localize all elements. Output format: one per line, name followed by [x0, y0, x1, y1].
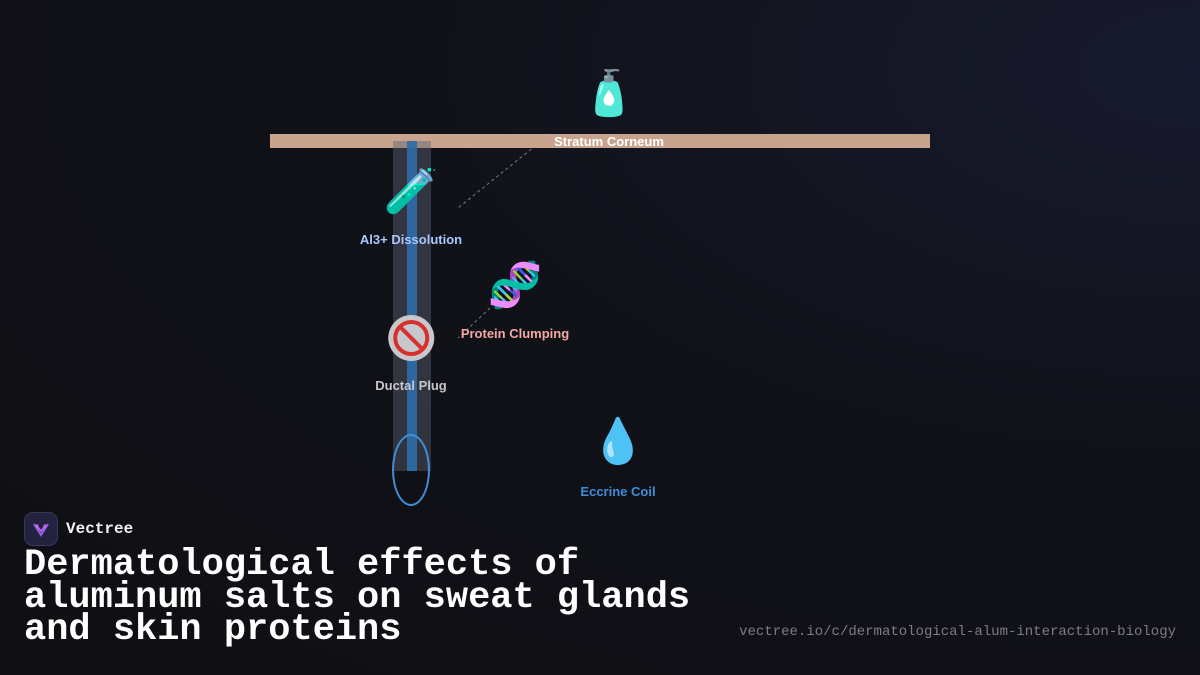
label-eccrine-coil: Eccrine Coil	[580, 484, 656, 499]
node-stratum-corneum: 🧴 Stratum Corneum	[554, 68, 664, 149]
label-al3-dissolution: Al3+ Dissolution	[359, 232, 463, 247]
prohibited-icon	[387, 315, 434, 361]
test-tube-icon: 🧪	[383, 167, 439, 216]
droplet-icon: 💧	[590, 417, 646, 466]
diagram: 🧴 Stratum Corneum 🧪 Al3+ Dissolution 🧬 P…	[0, 0, 1200, 520]
node-eccrine-coil: 💧 Eccrine Coil	[580, 416, 655, 499]
node-protein-clumping: 🧬 Protein Clumping	[461, 260, 569, 341]
duct-lumen	[407, 141, 417, 471]
label-protein-clumping: Protein Clumping	[460, 326, 570, 341]
page-title: Dermatological effects of aluminum salts…	[24, 544, 691, 651]
leader-line-protein	[457, 307, 491, 339]
dna-icon: 🧬	[487, 261, 543, 310]
label-ductal-plug: Ductal Plug	[375, 378, 447, 393]
node-al3-dissolution: 🧪 Al3+ Dissolution	[360, 166, 462, 247]
brand: Vectree	[24, 512, 133, 546]
node-ductal-plug: Ductal Plug	[375, 315, 447, 393]
vectree-logo-icon	[24, 512, 58, 546]
lotion-bottle-icon: 🧴	[581, 69, 637, 118]
label-stratum-corneum: Stratum Corneum	[554, 134, 664, 149]
eccrine-coil-shape	[392, 434, 430, 506]
source-url: vectree.io/c/dermatological-alum-interac…	[739, 624, 1176, 640]
stratum-corneum-layer	[270, 134, 930, 148]
brand-name: Vectree	[66, 520, 134, 538]
